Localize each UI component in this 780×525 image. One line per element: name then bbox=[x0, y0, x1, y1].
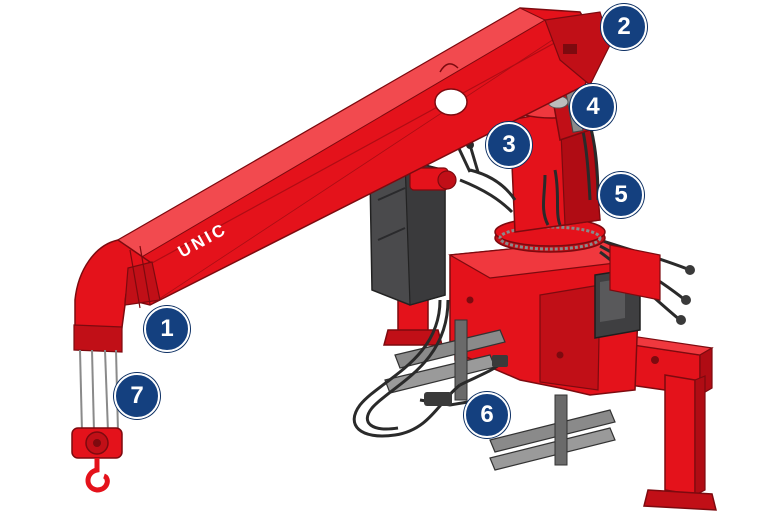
callout-badge-4[interactable]: 4 bbox=[570, 84, 616, 130]
mounting-plates bbox=[384, 319, 616, 471]
callout-badge-7[interactable]: 7 bbox=[114, 373, 160, 419]
hook-block bbox=[71, 427, 123, 493]
boom-tip bbox=[73, 239, 161, 353]
callout-badge-3[interactable]: 3 bbox=[486, 122, 532, 168]
wire-ropes bbox=[79, 349, 119, 433]
callout-badge-2[interactable]: 2 bbox=[601, 4, 647, 50]
main-boom: UNIC bbox=[109, 7, 611, 306]
callout-badge-1[interactable]: 1 bbox=[144, 306, 190, 352]
oil-tank bbox=[369, 159, 446, 306]
front-outrigger-leg bbox=[643, 374, 717, 511]
callout-badge-5[interactable]: 5 bbox=[598, 172, 644, 218]
callout-badge-6[interactable]: 6 bbox=[464, 392, 510, 438]
hose-connectors bbox=[424, 265, 695, 406]
control-valve-block bbox=[594, 244, 661, 339]
control-levers bbox=[409, 136, 480, 191]
